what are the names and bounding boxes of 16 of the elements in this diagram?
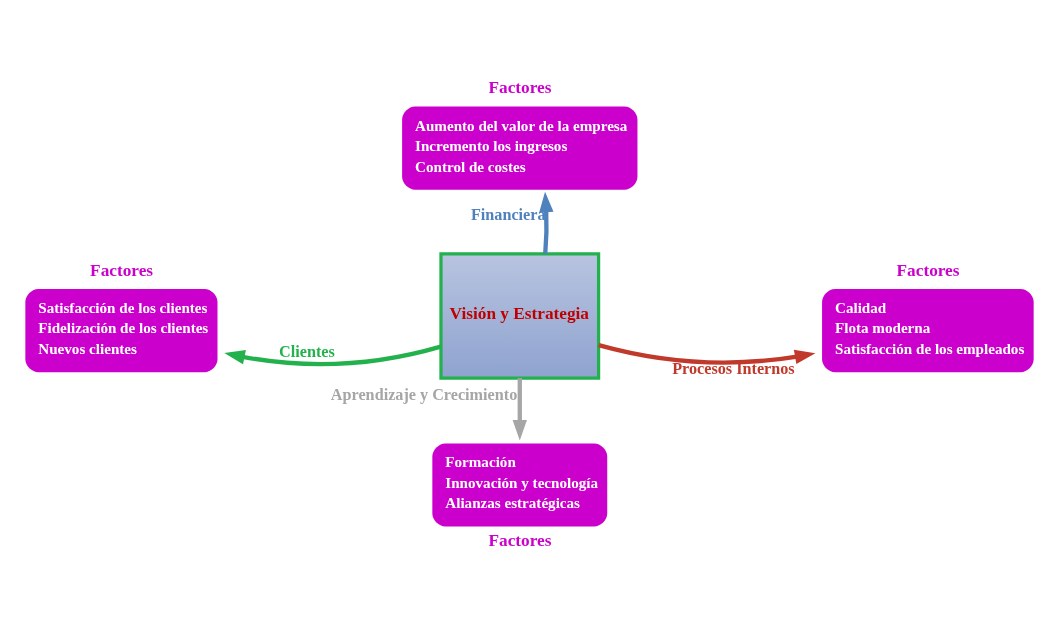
node-label: Factores [90, 260, 154, 280]
arrow [539, 191, 554, 254]
arrow [512, 378, 527, 441]
edge-label: Clientes [279, 343, 335, 362]
node-box: Aumento del valor de la empresa Incremento los ingresos Control de costes [402, 106, 638, 190]
arrow [224, 344, 442, 367]
edge-label: Aprendizaje y Crecimiento [330, 385, 518, 404]
node-label: Factores [488, 530, 552, 550]
node-box: Formación Innovación y tecnología Alianzas estratégicas [432, 443, 608, 527]
node-box: Satisfacción de los clientes Fidelización de los clientes Nuevos clientes [25, 289, 218, 373]
node-box: Calidad Flota moderna Satisfacción de los empleados [822, 289, 1034, 373]
node-box: Visión y Estrategia [439, 252, 601, 380]
node-label: Factores [488, 78, 552, 98]
edge-label: Procesos Internos [672, 359, 795, 378]
arrow [598, 342, 816, 365]
node-label: Factores [896, 260, 960, 280]
